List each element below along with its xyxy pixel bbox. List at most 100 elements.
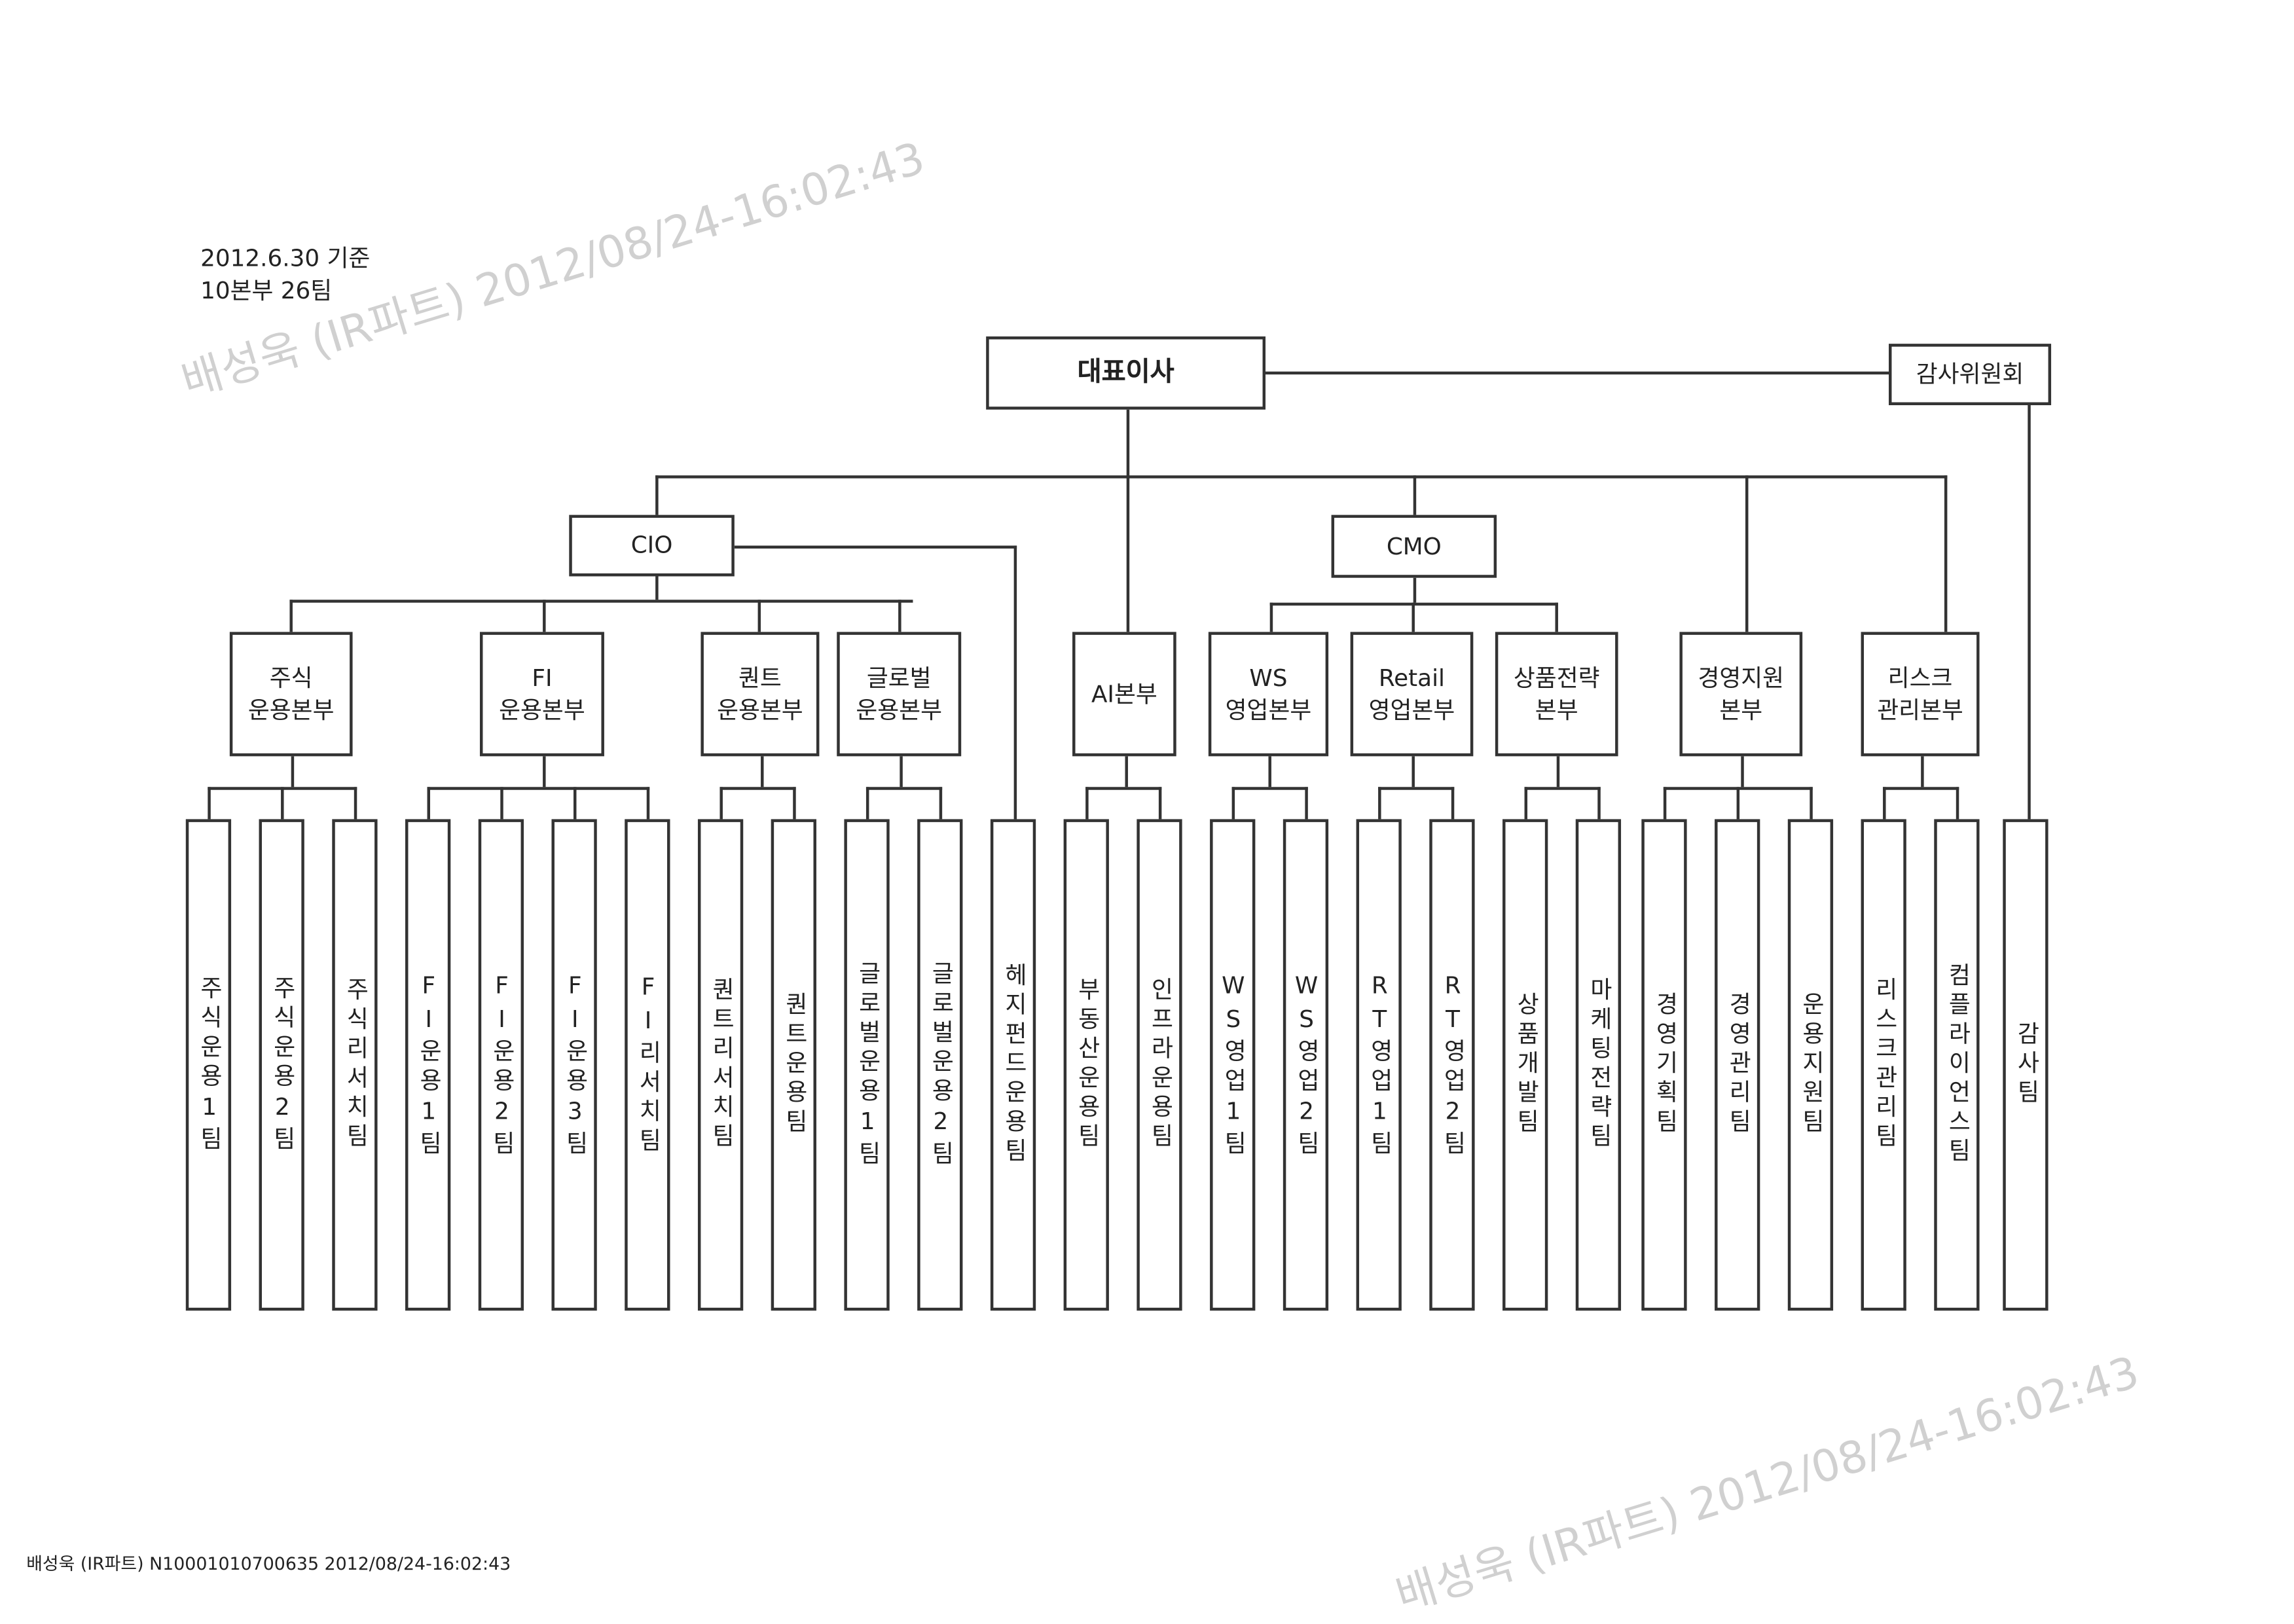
team-box: 리스크관리팀 [1861, 819, 1906, 1311]
connector-line [865, 787, 869, 820]
team-label: 주식리서치팀 [341, 977, 370, 1153]
connector-line [1736, 787, 1740, 820]
connector-line [574, 787, 577, 820]
division-box: AI본부 [1072, 632, 1176, 757]
team-label: 마케팅전략팀 [1585, 977, 1613, 1153]
connector-line [761, 756, 764, 787]
team-label: FI리서치팀 [634, 973, 663, 1157]
division-box: 리스크 관리본부 [1861, 632, 1980, 757]
team-label: 주식운용2팀 [268, 975, 297, 1155]
team-box: 글로벌운용2팀 [917, 819, 963, 1311]
division-box: 주식 운용본부 [229, 632, 353, 757]
team-label: 글로벌운용2팀 [926, 960, 955, 1170]
connector-line [1125, 756, 1128, 787]
connector-line [1413, 475, 1417, 515]
connector-line [281, 787, 284, 820]
watermark-bottom: 배성욱 (IR파트) 2012/08/24-16:02:43 [1390, 1347, 2145, 1623]
team-box: 부동산운용팀 [1063, 819, 1109, 1311]
team-box-hedge-fund: 헤지펀드운용팀 [990, 819, 1036, 1311]
team-label: 상품개발팀 [1512, 992, 1540, 1138]
connector-line [1524, 787, 1601, 790]
connector-line [865, 787, 943, 790]
connector-line [354, 787, 357, 820]
team-box: WS영업1팀 [1210, 819, 1256, 1311]
connector-line [1556, 756, 1560, 787]
connector-line [793, 787, 796, 820]
team-box-audit: 감사팀 [2003, 819, 2048, 1311]
connector-line [427, 787, 650, 790]
team-box: 경영관리팀 [1715, 819, 1760, 1311]
team-label: WS영업1팀 [1219, 970, 1248, 1159]
team-box: 주식리서치팀 [332, 819, 378, 1311]
team-box: 마케팅전략팀 [1575, 819, 1622, 1311]
connector-line [289, 600, 293, 632]
connector-line [939, 787, 943, 820]
division-box: Retail 영업본부 [1350, 632, 1474, 757]
connector-line [1013, 545, 1017, 820]
division-box: 글로벌 운용본부 [837, 632, 962, 757]
connector-line [1305, 787, 1308, 820]
connector-line [1451, 787, 1455, 820]
connector-line [1741, 756, 1744, 787]
division-box: FI 운용본부 [479, 632, 604, 757]
team-box: FI운용2팀 [478, 819, 524, 1311]
connector-line [1231, 787, 1235, 820]
connector-line [719, 787, 796, 790]
team-label: 부동산운용팀 [1073, 977, 1101, 1153]
team-label: 경영관리팀 [1724, 992, 1753, 1138]
connector-line [543, 600, 546, 632]
audit-committee-box: 감사위원회 [1888, 344, 2052, 406]
connector-line [1158, 787, 1162, 820]
connector-line [291, 756, 295, 787]
connector-line [1413, 577, 1417, 603]
connector-line [1921, 756, 1924, 787]
team-box: 컴플라이언스팀 [1934, 819, 1980, 1311]
connector-line [1265, 371, 1892, 375]
team-box: RT영업1팀 [1356, 819, 1402, 1311]
connector-line [898, 600, 901, 632]
team-label: RT영업1팀 [1366, 970, 1394, 1159]
connector-line [646, 787, 650, 820]
connector-line [1269, 602, 1558, 606]
connector-line [1597, 787, 1601, 820]
connector-line [757, 600, 761, 632]
ceo-box: 대표이사 [986, 336, 1266, 410]
connector-line [1411, 756, 1415, 787]
division-box: WS 영업본부 [1208, 632, 1329, 757]
team-box: FI운용3팀 [551, 819, 597, 1311]
connector-line [1883, 787, 1886, 820]
team-label: 퀀트리서치팀 [707, 977, 735, 1153]
connector-line [1085, 787, 1162, 790]
connector-line [1231, 787, 1308, 790]
connector-line [1411, 602, 1415, 632]
team-box: 퀀트운용팀 [771, 819, 816, 1311]
connector-line [719, 787, 723, 820]
connector-line [655, 576, 659, 600]
team-label: FI운용3팀 [561, 970, 589, 1159]
connector-line [1378, 787, 1455, 790]
connector-line [900, 756, 903, 787]
connector-line [543, 756, 546, 787]
connector-line [1085, 787, 1089, 820]
division-box: 상품전략 본부 [1495, 632, 1618, 757]
connector-line [1663, 787, 1667, 820]
summary-note: 10본부 26팀 [200, 276, 333, 304]
connector-line [1269, 602, 1273, 632]
date-note: 2012.6.30 기준 [200, 244, 371, 272]
connector-line [2028, 405, 2031, 820]
team-label: 컴플라이언스팀 [1943, 962, 1972, 1168]
team-label: 퀀트운용팀 [780, 992, 809, 1138]
connector-line [655, 475, 1948, 478]
connector-line [1663, 787, 1813, 790]
connector-line [1956, 787, 1959, 820]
team-label: 인프라운용팀 [1146, 977, 1174, 1153]
connector-line [208, 787, 211, 820]
team-label: 리스크관리팀 [1870, 977, 1899, 1153]
team-label: RT영업2팀 [1438, 970, 1467, 1159]
team-box: 경영기획팀 [1641, 819, 1687, 1311]
team-box: 인프라운용팀 [1137, 819, 1182, 1311]
team-box: 운용지원팀 [1787, 819, 1834, 1311]
team-label: 감사팀 [2012, 1020, 2041, 1109]
cio-box: CIO [569, 514, 735, 577]
